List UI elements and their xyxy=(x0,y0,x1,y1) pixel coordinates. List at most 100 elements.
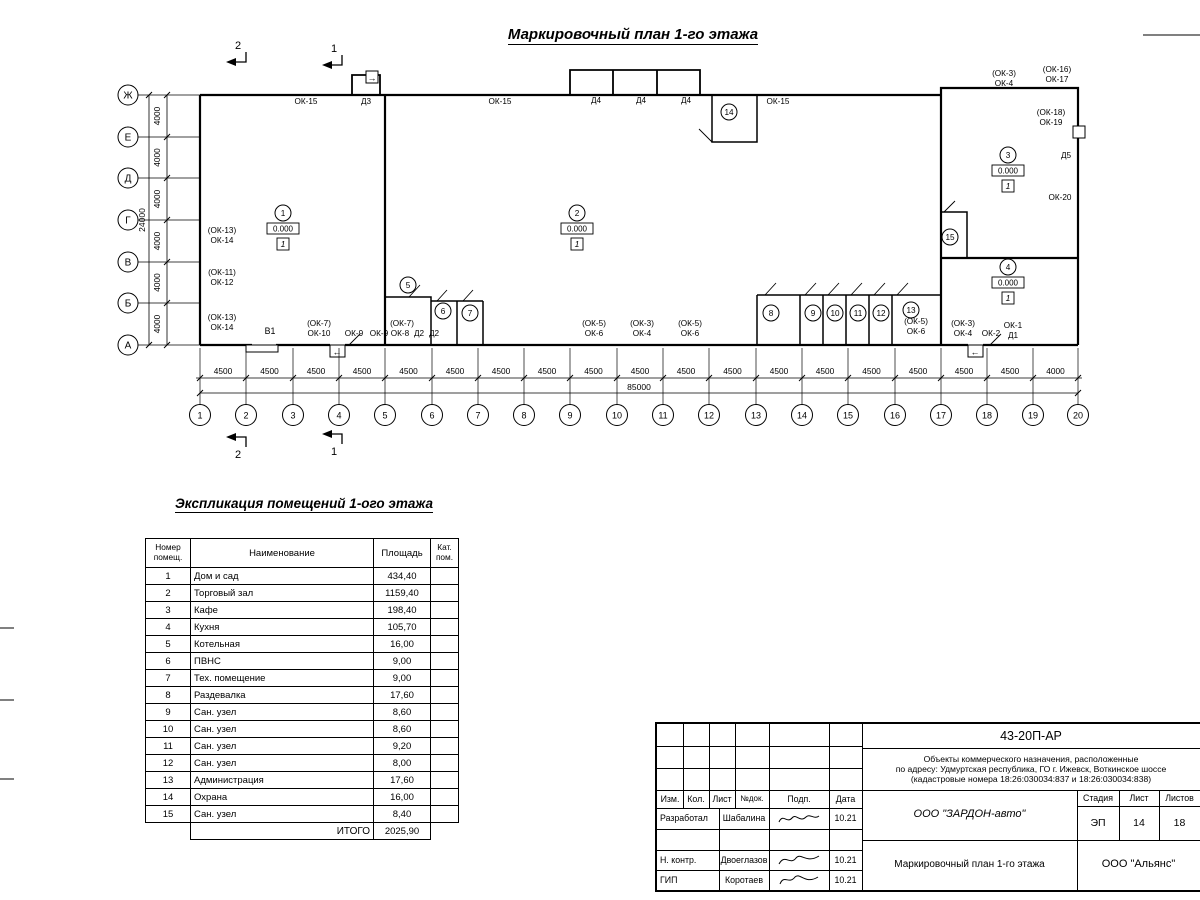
col-header-cat: Кат.пом. xyxy=(430,538,459,568)
total-spacer xyxy=(146,823,191,840)
plan-annotation: ОК-19 xyxy=(1040,118,1063,127)
dimension-label: 4000 xyxy=(152,189,162,208)
plan-annotation: ОК-12 xyxy=(211,278,234,287)
room-number-bubble xyxy=(999,258,1017,276)
room-area-cell: 16,00 xyxy=(373,788,431,806)
plan-annotation: (ОК-5) xyxy=(678,319,702,328)
stage-label: Стадия xyxy=(1083,792,1113,803)
room-number: 1 xyxy=(281,209,286,218)
plan-annotation: (ОК-3) xyxy=(630,319,654,328)
dim-tick xyxy=(520,374,528,382)
dim-tick xyxy=(242,374,250,382)
room-number-cell: 10 xyxy=(145,720,191,738)
axis-bubble xyxy=(117,209,139,231)
plan-annotation: ОК-20 xyxy=(1049,193,1072,202)
axis-number: 16 xyxy=(890,411,900,421)
sheet-label: Лист xyxy=(1129,792,1149,803)
description-line: по адресу: Удмуртская республика, ГО г. … xyxy=(895,763,1167,774)
room-number: 12 xyxy=(876,309,886,318)
dim-tick xyxy=(335,374,343,382)
sheets-total: 18 xyxy=(1173,816,1186,829)
room-area-cell: 8,40 xyxy=(373,805,431,823)
axis-bubble xyxy=(117,334,139,356)
section-cut-label: 1 xyxy=(331,43,337,55)
room-number-bubble xyxy=(568,204,586,222)
room-cat-cell xyxy=(430,567,459,585)
signature-ncontrol xyxy=(769,850,829,870)
room-area-cell: 9,20 xyxy=(373,737,431,755)
room-number-bubble xyxy=(461,304,479,322)
room-number: 2 xyxy=(575,209,580,218)
plan-annotation: (ОК-3) xyxy=(951,319,975,328)
axis-bubble xyxy=(117,292,139,314)
dimension-label: 4500 xyxy=(538,366,557,376)
document-number: 43-20П-АР xyxy=(1000,728,1062,743)
header-text: Кат. xyxy=(437,542,452,553)
room-cat-cell xyxy=(430,720,459,738)
header-text: пом. xyxy=(435,552,454,562)
room-number-cell: 5 xyxy=(145,635,191,653)
axis-bubble xyxy=(745,404,767,426)
plan-annotation: ОК-9 xyxy=(345,329,364,338)
room-number-bubble xyxy=(902,301,920,319)
floor-type-box xyxy=(570,237,584,251)
sheets-label: Листов xyxy=(1165,792,1194,803)
room-area-cell: 9,00 xyxy=(373,669,431,687)
room-cat-cell xyxy=(430,652,459,670)
dimension-label: 4500 xyxy=(214,366,233,376)
room-number: 7 xyxy=(468,309,473,318)
explication-title: Экспликация помещений 1-ого этажа xyxy=(175,496,433,513)
axis-bubble xyxy=(282,404,304,426)
room-cat-cell xyxy=(430,686,459,704)
plan-annotation: (ОК-5) xyxy=(582,319,606,328)
room-number-bubble xyxy=(434,302,452,320)
dim-tick xyxy=(983,374,991,382)
total-spacer xyxy=(431,823,459,840)
exit-arrow-box xyxy=(967,344,984,358)
col-podp: Подп. xyxy=(787,793,811,804)
axis-number: 18 xyxy=(982,411,992,421)
axis-letter: Ж xyxy=(123,91,133,102)
project-description: Объекты коммерческого назначения, распол… xyxy=(862,748,1200,790)
dim-tick xyxy=(474,374,482,382)
plan-annotation: ОК-1 xyxy=(1004,321,1023,330)
dimension-label: 4000 xyxy=(152,273,162,292)
room-cat-cell xyxy=(430,771,459,789)
plan-annotation: (ОК-13) xyxy=(208,226,237,235)
axis-bubble xyxy=(606,404,628,426)
axis-number: 4 xyxy=(336,411,341,421)
section-cut-label: 2 xyxy=(235,40,241,52)
description-line: Объекты коммерческого назначения, распол… xyxy=(923,753,1139,764)
axis-number: 7 xyxy=(475,411,480,421)
room-number: 11 xyxy=(854,309,863,318)
axis-bubble xyxy=(189,404,211,426)
room-number-bubble xyxy=(720,103,738,121)
dimension-label: 4500 xyxy=(307,366,326,376)
room-number-cell: 1 xyxy=(145,567,191,585)
page-title-text: Маркировочный план 1-го этажа xyxy=(507,26,759,45)
plan-annotation: В1 xyxy=(265,326,276,336)
plan-annotation: Д2 xyxy=(414,329,425,338)
room-number: 8 xyxy=(769,309,774,318)
room-name-cell: Охрана xyxy=(190,788,374,806)
room-name-cell: Кафе xyxy=(190,601,374,619)
plan-annotation: (ОК-5) xyxy=(904,317,928,326)
axis-bubble xyxy=(117,126,139,148)
dimension-label: 4500 xyxy=(1001,366,1020,376)
signature-gip xyxy=(769,870,829,890)
axis-bubble xyxy=(467,404,489,426)
dimension-label: 4500 xyxy=(862,366,881,376)
plan-annotation: ← xyxy=(971,347,980,357)
room-area-cell: 17,60 xyxy=(373,771,431,789)
plan-annotation: Д4 xyxy=(681,96,692,105)
floor-type-box xyxy=(1001,291,1015,305)
sheet-number: 14 xyxy=(1133,816,1145,829)
col-header-name: Наименование xyxy=(190,538,374,568)
col-data: Дата xyxy=(835,793,856,804)
